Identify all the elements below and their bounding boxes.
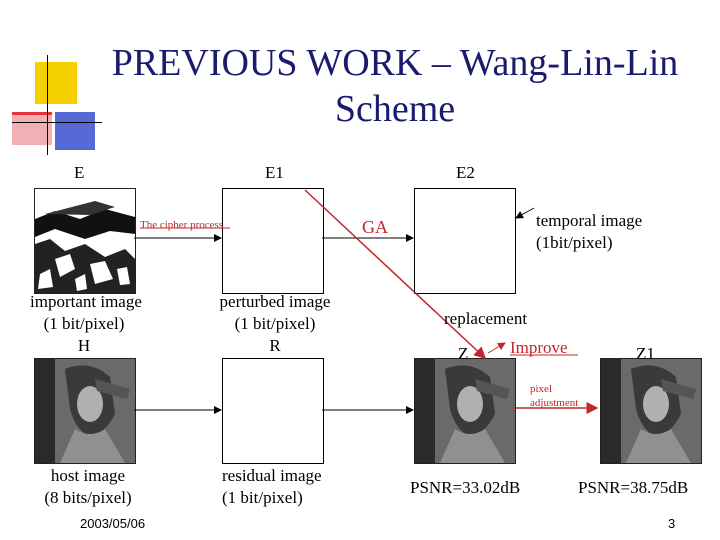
temporal-line-1: temporal image [536,211,643,230]
temporal-image-label: temporal image (1bit/pixel) [536,210,642,254]
residual-line-2: (1 bit/pixel) [222,488,303,507]
residual-image-box [222,358,324,464]
decor-red-square [12,112,52,145]
psnr-z1-label: PSNR=38.75dB [578,478,689,497]
temporal-image-box [414,188,516,294]
temporal-line-2: (1bit/pixel) [536,233,613,252]
slide-title: PREVIOUS WORK – Wang-Lin-Lin Scheme [90,40,700,132]
page-number: 3 [668,516,676,531]
label-r: R [269,336,281,355]
result-image-z1 [600,358,702,464]
psnr-z-label: PSNR=33.02dB [410,478,521,497]
arrow-ga-replacement [304,189,487,360]
decor-blue-square [55,112,95,150]
perturbed-image-label: perturbed image (1 bit/pixel) R [215,291,335,357]
host-line-2: (8 bits/pixel) [44,488,132,507]
important-line-1: important image [30,292,142,311]
residual-image-label: residual image (1 bit/pixel) [222,465,322,509]
result-image-z [414,358,516,464]
host-line-1: host image [50,466,126,485]
important-line-2: (1 bit/pixel) [43,314,125,333]
result-image-z1-graphic [601,359,701,463]
arrow-improve [487,342,506,354]
label-z: Z [458,344,469,363]
decor-vertical-line [47,55,48,155]
replacement-label: replacement [444,309,528,328]
decor-yellow-square [35,62,77,104]
label-e2: E2 [456,163,475,182]
pixel-adjustment-line-2: adjustment [530,397,579,409]
pixel-adjustment-line-1: pixel [530,383,552,395]
result-image-z-graphic [415,359,515,463]
perturbed-line-1: perturbed image [219,292,331,311]
important-image [34,188,136,294]
decor-horizontal-line [12,122,102,123]
label-z1: Z1 [636,344,655,363]
host-image-graphic [35,359,135,463]
important-image-graphic [35,189,135,293]
host-image [34,358,136,464]
slide-date: 2003/05/06 [80,516,146,531]
improve-label: Improve [510,338,568,357]
host-image-label: host image (8 bits/pixel) [28,465,148,509]
important-image-label: important image (1 bit/pixel) H [30,291,142,357]
title-line-2: Scheme [334,88,456,130]
label-e1: E1 [265,163,284,182]
cipher-process-label: The cipher process [140,219,224,231]
label-e: E [74,163,85,182]
perturbed-line-2: (1 bit/pixel) [234,314,316,333]
title-line-1: PREVIOUS WORK – Wang-Lin-Lin [111,42,679,84]
residual-line-1: residual image [222,466,322,485]
arrow-temporal-to-e2 [515,207,535,219]
pixel-adjustment-label: pixel adjustment [530,382,578,410]
perturbed-image-box [222,188,324,294]
label-h: H [77,336,91,355]
ga-label: GA [362,217,388,237]
